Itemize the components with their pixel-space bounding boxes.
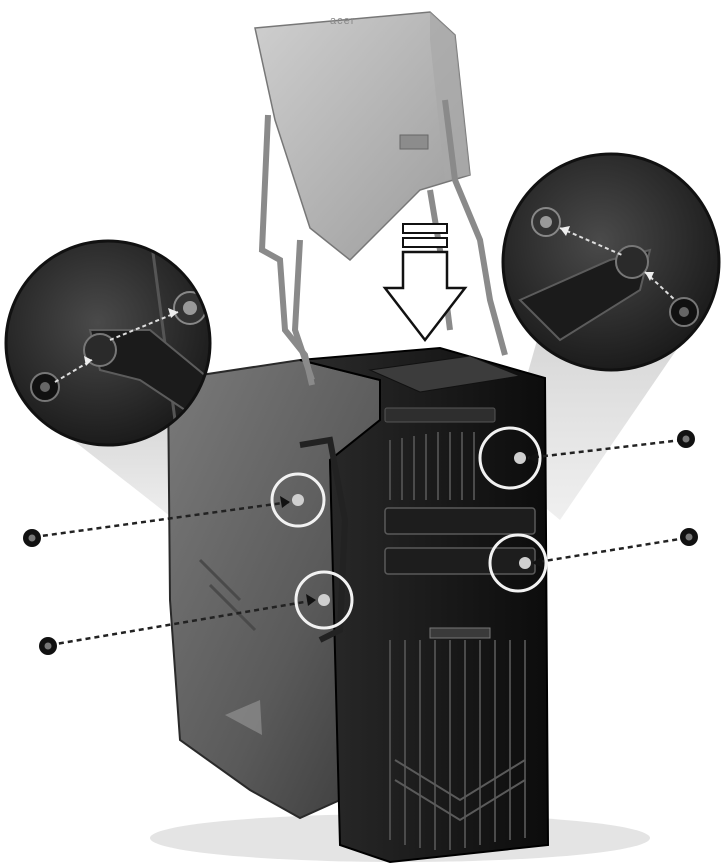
down-arrow-icon bbox=[385, 224, 465, 340]
brand-logo: acer bbox=[330, 15, 355, 27]
screw-icon bbox=[39, 637, 57, 655]
screw-icon bbox=[677, 430, 695, 448]
screw-icon bbox=[680, 528, 698, 546]
dashed-line-right-lower bbox=[532, 538, 686, 563]
right-magnifier-callout bbox=[503, 154, 719, 370]
cover-badge bbox=[400, 135, 428, 149]
screw-icon bbox=[23, 529, 41, 547]
top-cover: acer bbox=[255, 12, 505, 385]
